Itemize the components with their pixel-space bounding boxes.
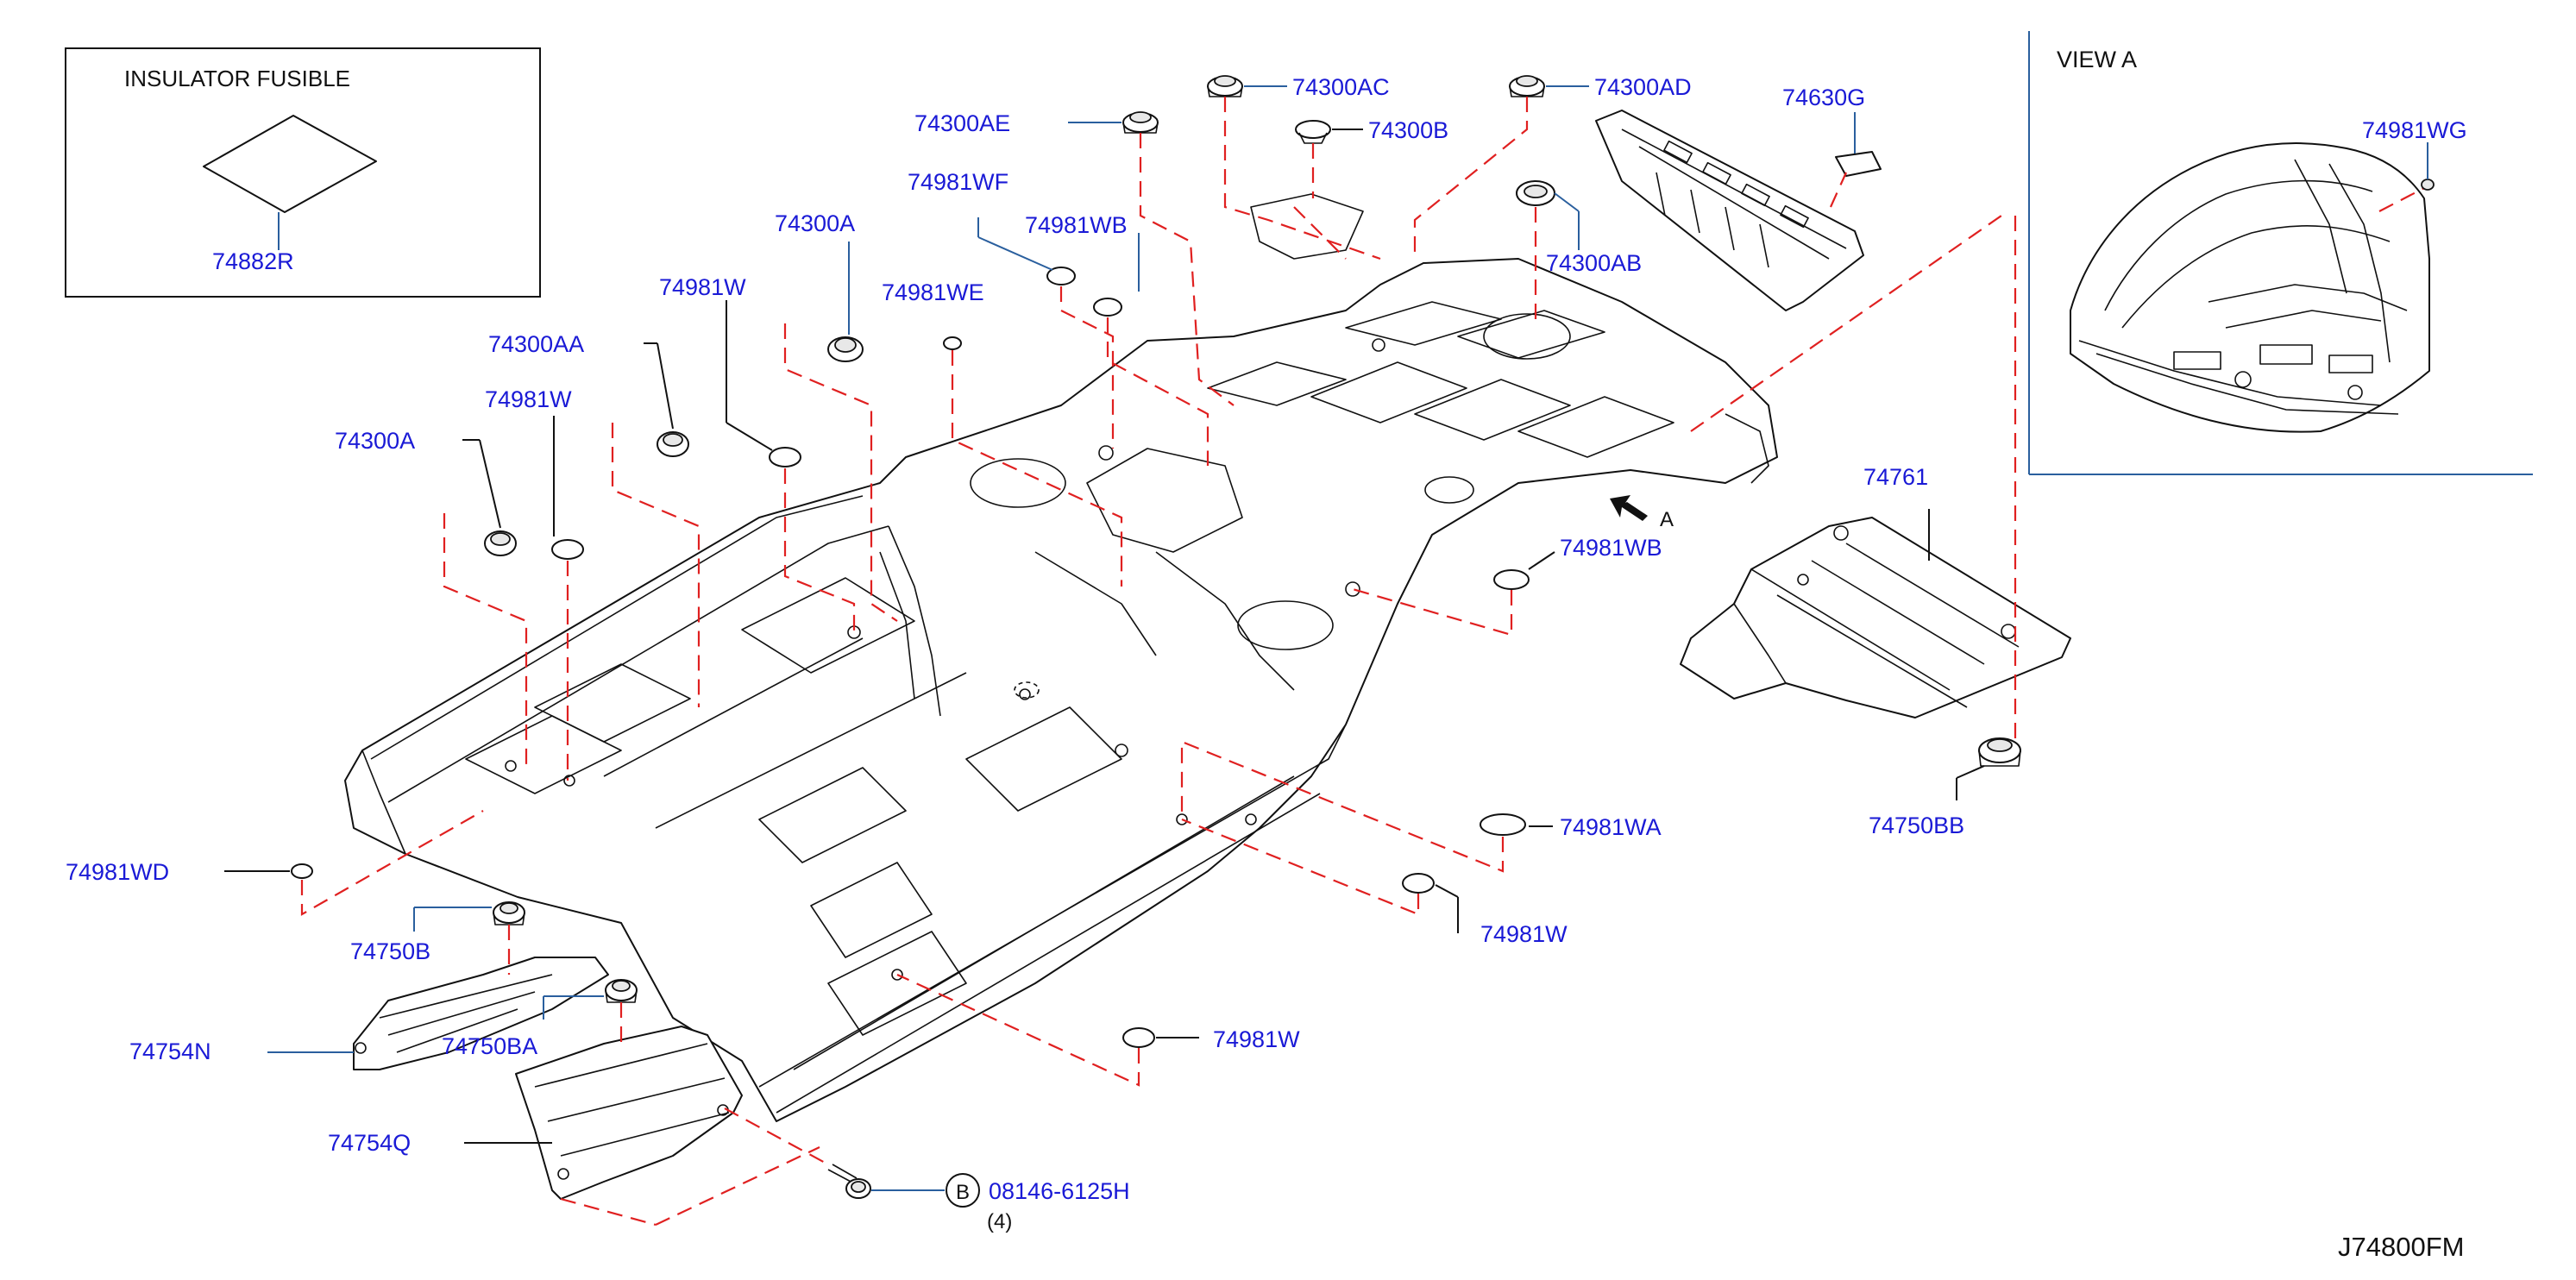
label-74981WD[interactable]: 74981WD (66, 859, 169, 885)
label-74981W-c[interactable]: 74981W (1480, 921, 1568, 947)
rear-floor-panel (344, 193, 1778, 1122)
label-74761[interactable]: 74761 (1863, 464, 1928, 490)
label-74754N[interactable]: 74754N (129, 1038, 211, 1064)
label-08146-6125H[interactable]: 08146-6125H (989, 1178, 1130, 1204)
part-74630G-shape (1835, 151, 1882, 177)
label-74300A-left[interactable]: 74300A (335, 428, 415, 454)
dashed-callouts (300, 97, 2002, 1227)
label-74300B[interactable]: 74300B (1368, 117, 1448, 143)
drawing-code: J74800FM (2338, 1232, 2464, 1262)
heat-shield-74754N (267, 957, 609, 1070)
view-a-inset: VIEW A 74981WG (2028, 31, 2533, 475)
label-74750B[interactable]: 74750B (350, 938, 430, 964)
label-74882R[interactable]: 74882R (212, 248, 294, 274)
label-74300A-top[interactable]: 74300A (775, 210, 855, 236)
view-marker-a: A (1660, 508, 1674, 531)
heat-shield-n-shape (353, 957, 609, 1070)
inset-title: INSULATOR FUSIBLE (124, 66, 350, 91)
clip-74981WG (2421, 179, 2435, 191)
rear-panel-piece (1595, 110, 1882, 311)
view-a-title: VIEW A (2057, 47, 2137, 72)
label-74300AE[interactable]: 74300AE (914, 110, 1010, 136)
label-74981WF[interactable]: 74981WF (908, 169, 1008, 195)
label-74300AD[interactable]: 74300AD (1594, 74, 1692, 100)
label-74750BA[interactable]: 74750BA (442, 1033, 537, 1059)
label-74981W-b[interactable]: 74981W (485, 386, 572, 412)
label-74981WE[interactable]: 74981WE (882, 279, 984, 305)
floor-outline (344, 258, 1778, 1122)
label-74981WB-right[interactable]: 74981WB (1560, 535, 1662, 561)
rear-panel (1595, 110, 1864, 311)
part-labels: 74300AC 74300AD 74630G 74300AE 74300B 74… (66, 74, 2464, 1262)
bolt-quantity: (4) (987, 1210, 1012, 1233)
label-74300AA[interactable]: 74300AA (488, 331, 584, 357)
insulator-sheet-shape (203, 115, 377, 213)
label-74981W-a[interactable]: 74981W (659, 274, 746, 300)
bolt-shape (827, 1164, 871, 1199)
label-74981WA[interactable]: 74981WA (1560, 814, 1662, 840)
bolt-circle-b (946, 1173, 980, 1208)
insulator-fusible-inset: INSULATOR FUSIBLE 74882R (65, 47, 541, 298)
label-74754Q[interactable]: 74754Q (328, 1130, 411, 1156)
view-a-arrow-icon (1610, 495, 1648, 521)
label-74750BB[interactable]: 74750BB (1869, 813, 1964, 838)
label-74300AC[interactable]: 74300AC (1292, 74, 1390, 100)
rear-cover-shape (1680, 517, 2071, 718)
rear-cover-74761 (1680, 216, 2071, 742)
label-74981WG[interactable]: 74981WG (2362, 117, 2467, 143)
label-74300AB[interactable]: 74300AB (1546, 250, 1642, 276)
view-a-wheelhouse (2070, 142, 2430, 433)
label-74630G[interactable]: 74630G (1782, 85, 1865, 110)
label-74981W-d[interactable]: 74981W (1213, 1026, 1300, 1052)
heat-shield-q-shape (515, 1026, 743, 1200)
label-74981WB-top[interactable]: 74981WB (1025, 212, 1128, 238)
bolt-circle-letter: B (956, 1181, 970, 1204)
